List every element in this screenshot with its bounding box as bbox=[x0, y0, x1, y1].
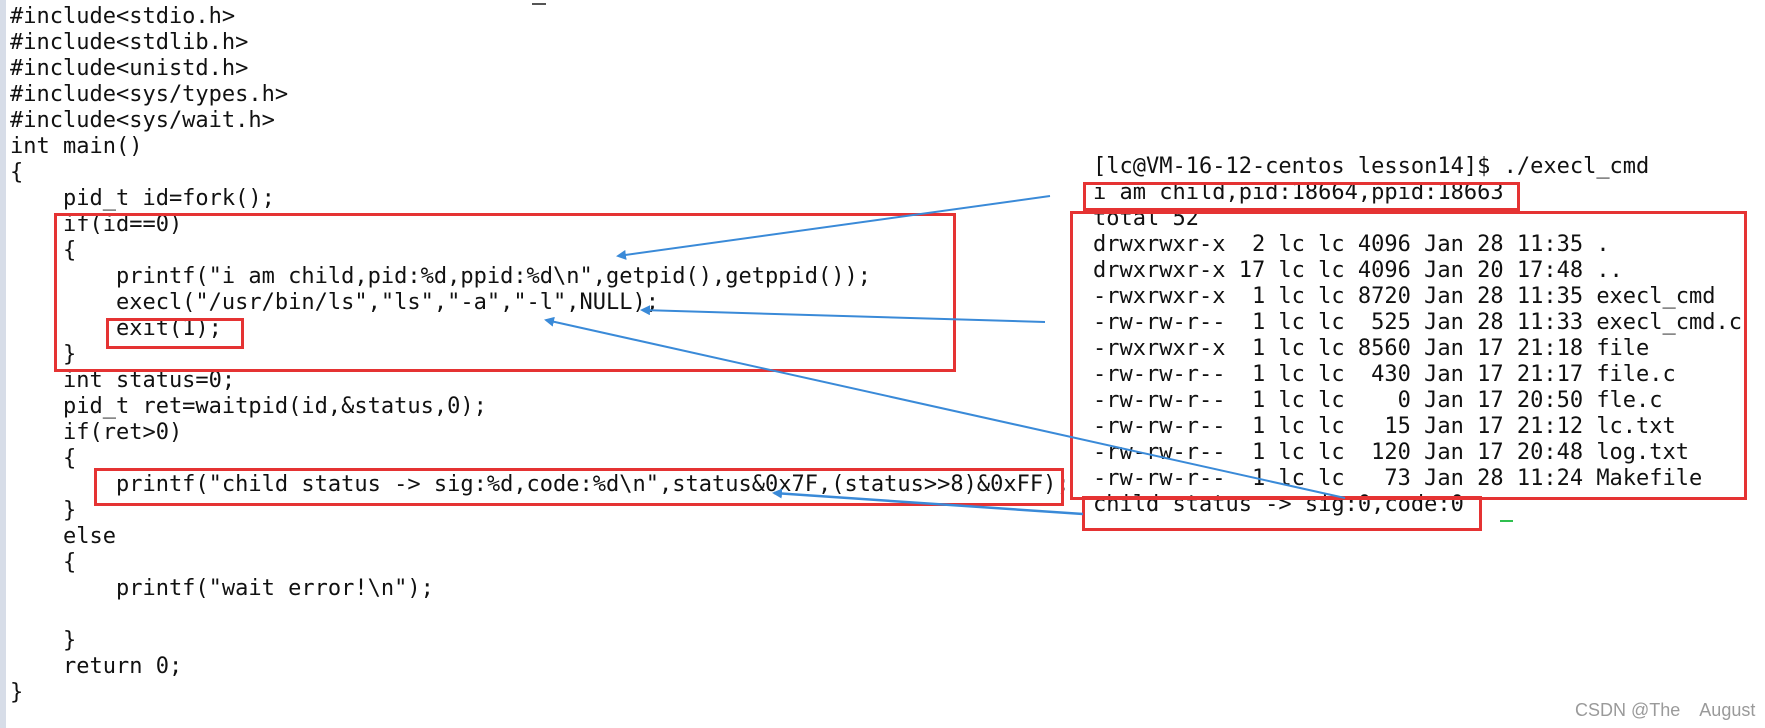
terminal-prompt-line: [lc@VM-16-12-centos lesson14]$ ./execl_c… bbox=[1093, 154, 1650, 179]
code-line: #include<stdio.h> bbox=[10, 4, 236, 29]
arrow-pid-to-printf bbox=[616, 195, 1051, 260]
child-branch-highlight-box bbox=[54, 213, 956, 372]
status-printf-highlight-box bbox=[94, 468, 1064, 506]
code-line: } bbox=[10, 498, 77, 523]
code-line: if(id==0) bbox=[10, 212, 183, 237]
code-line: { bbox=[10, 238, 77, 263]
code-line: return 0; bbox=[10, 654, 183, 679]
terminal-line: drwxrwxr-x 17 lc lc 4096 Jan 20 17:48 .. bbox=[1093, 258, 1623, 283]
arrow-ls-to-exit bbox=[544, 316, 1346, 499]
code-line: int status=0; bbox=[10, 368, 236, 393]
terminal-cursor bbox=[1500, 520, 1513, 522]
terminal-line: -rw-rw-r-- 1 lc lc 120 Jan 17 20:48 log.… bbox=[1093, 440, 1690, 465]
code-line: if(ret>0) bbox=[10, 420, 183, 445]
code-line: int main() bbox=[10, 134, 143, 159]
terminal-line: -rwxrwxr-x 1 lc lc 8720 Jan 28 11:35 exe… bbox=[1093, 284, 1716, 309]
terminal-output-panel: [lc@VM-16-12-centos lesson14]$ ./execl_c… bbox=[1093, 154, 1742, 518]
source-code-panel: #include<stdio.h>#include<stdlib.h>#incl… bbox=[10, 4, 1070, 706]
terminal-line: -rw-rw-r-- 1 lc lc 73 Jan 28 11:24 Makef… bbox=[1093, 466, 1703, 491]
code-line: pid_t id=fork(); bbox=[10, 186, 275, 211]
window-left-edge bbox=[0, 0, 6, 728]
terminal-line: -rwxrwxr-x 1 lc lc 8560 Jan 17 21:18 fil… bbox=[1093, 336, 1650, 361]
code-line: { bbox=[10, 160, 24, 185]
code-line: } bbox=[10, 342, 77, 367]
code-line: } bbox=[10, 628, 77, 653]
terminal-line: -rw-rw-r-- 1 lc lc 0 Jan 17 20:50 fle.c bbox=[1093, 388, 1663, 413]
code-line: printf("i am child,pid:%d,ppid:%d\n",get… bbox=[10, 264, 871, 289]
status-output-highlight-box bbox=[1082, 496, 1482, 531]
terminal-line: -rw-rw-r-- 1 lc lc 15 Jan 17 21:12 lc.tx… bbox=[1093, 414, 1676, 439]
terminal-line: drwxrwxr-x 2 lc lc 4096 Jan 28 11:35 . bbox=[1093, 232, 1610, 257]
exit-call-highlight-box bbox=[106, 318, 244, 349]
code-line: printf("child status -> sig:%d,code:%d\n… bbox=[10, 472, 1070, 497]
code-line: #include<sys/wait.h> bbox=[10, 108, 275, 133]
terminal-line: -rw-rw-r-- 1 lc lc 525 Jan 28 11:33 exec… bbox=[1093, 310, 1743, 335]
arrow-ls-to-execl bbox=[640, 305, 1046, 323]
code-line: #include<unistd.h> bbox=[10, 56, 249, 81]
code-line: else bbox=[10, 524, 116, 549]
editor-cursor-mark bbox=[532, 3, 546, 5]
code-line: { bbox=[10, 550, 77, 575]
code-line: } bbox=[10, 680, 24, 705]
code-line: execl("/usr/bin/ls","ls","-a","-l",NULL)… bbox=[10, 290, 660, 315]
child-pid-output-highlight-box bbox=[1083, 182, 1520, 211]
arrow-status-to-printf bbox=[772, 488, 1084, 516]
terminal-line: -rw-rw-r-- 1 lc lc 430 Jan 17 21:17 file… bbox=[1093, 362, 1676, 387]
code-line: #include<stdlib.h> bbox=[10, 30, 249, 55]
code-line: #include<sys/types.h> bbox=[10, 82, 289, 107]
code-line: { bbox=[10, 446, 77, 471]
csdn-watermark: CSDN @The August bbox=[1575, 700, 1756, 720]
code-line: printf("wait error!\n"); bbox=[10, 576, 434, 601]
code-line: pid_t ret=waitpid(id,&status,0); bbox=[10, 394, 487, 419]
